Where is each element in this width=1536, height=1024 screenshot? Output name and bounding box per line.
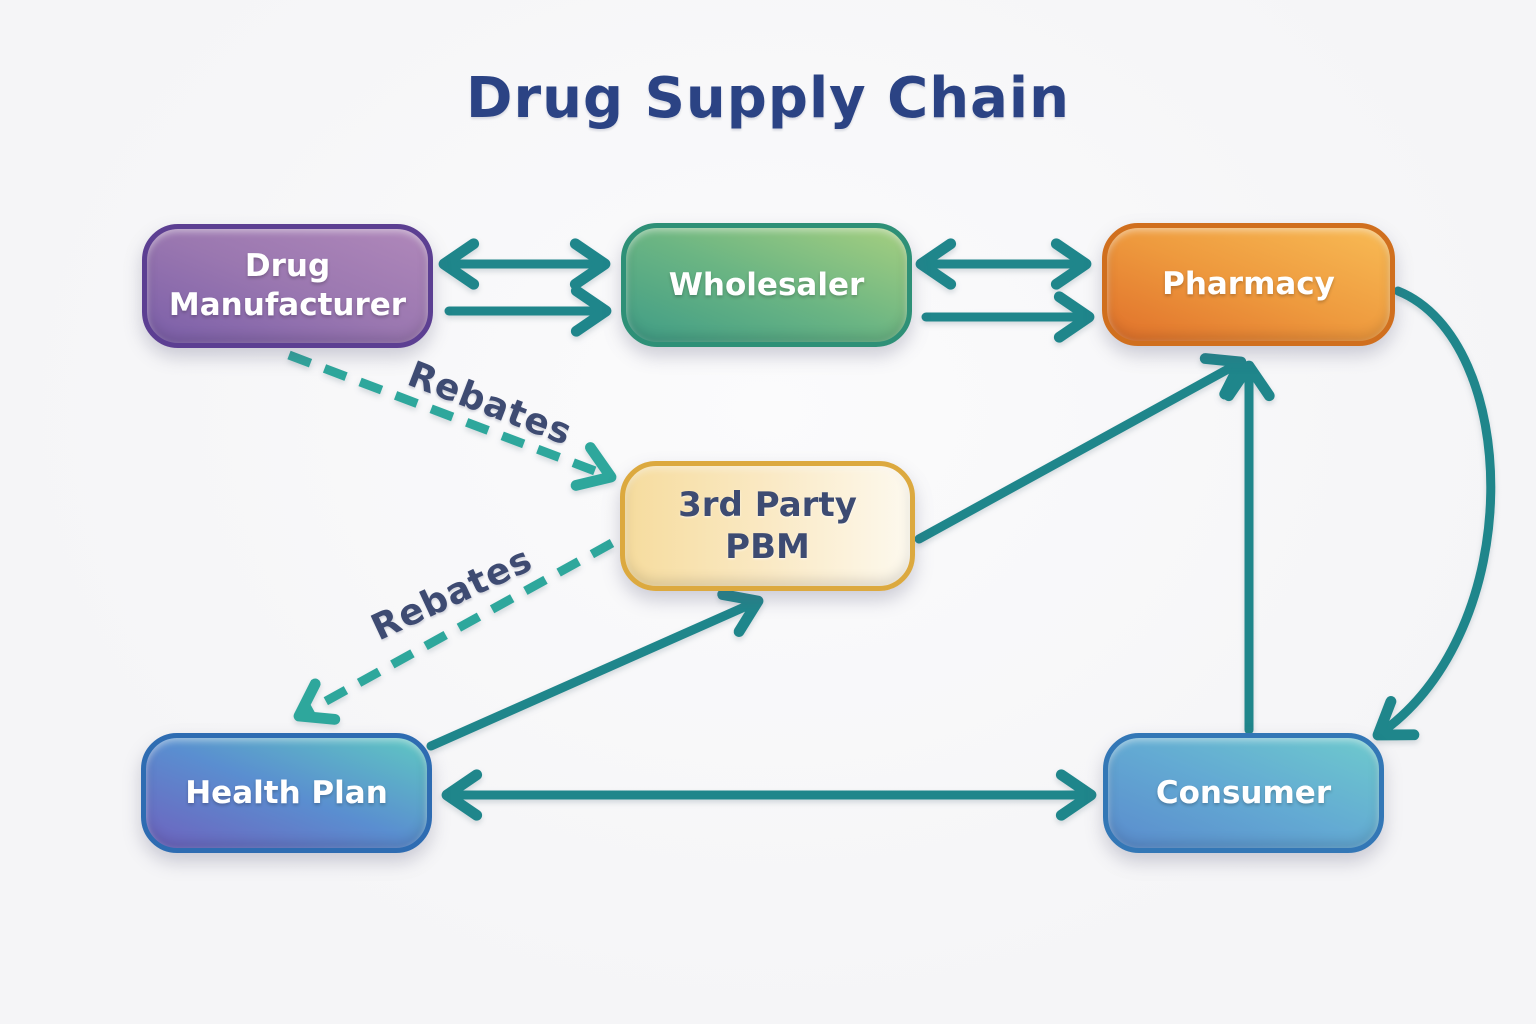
node-wholesaler-label: Wholesaler [668, 266, 865, 303]
node-wholesaler: Wholesaler [621, 223, 912, 347]
node-consumer-label: Consumer [1155, 774, 1332, 811]
node-3rd-party-pbm: 3rd Party PBM [620, 461, 915, 591]
node-3rd-party-pbm-label: 3rd Party PBM [678, 484, 857, 568]
edge-healthplan-pbm [426, 589, 764, 751]
edge-pbm-pharmacy [914, 353, 1247, 544]
node-pharmacy-label: Pharmacy [1162, 266, 1335, 303]
edge-pharmacy-consumer-curve [1372, 286, 1496, 741]
edge-rebates-pbm-healthplan [293, 539, 615, 725]
edge-rebates-manufacturer-pbm [287, 350, 617, 491]
node-drug-manufacturer-label: Drug Manufacturer [168, 248, 407, 323]
node-health-plan: Health Plan [141, 733, 432, 853]
node-pharmacy: Pharmacy [1102, 223, 1395, 346]
diagram-title: Drug Supply Chain [466, 66, 1070, 131]
node-health-plan-label: Health Plan [185, 774, 388, 811]
node-consumer: Consumer [1103, 733, 1384, 853]
node-drug-manufacturer: Drug Manufacturer [142, 224, 433, 348]
